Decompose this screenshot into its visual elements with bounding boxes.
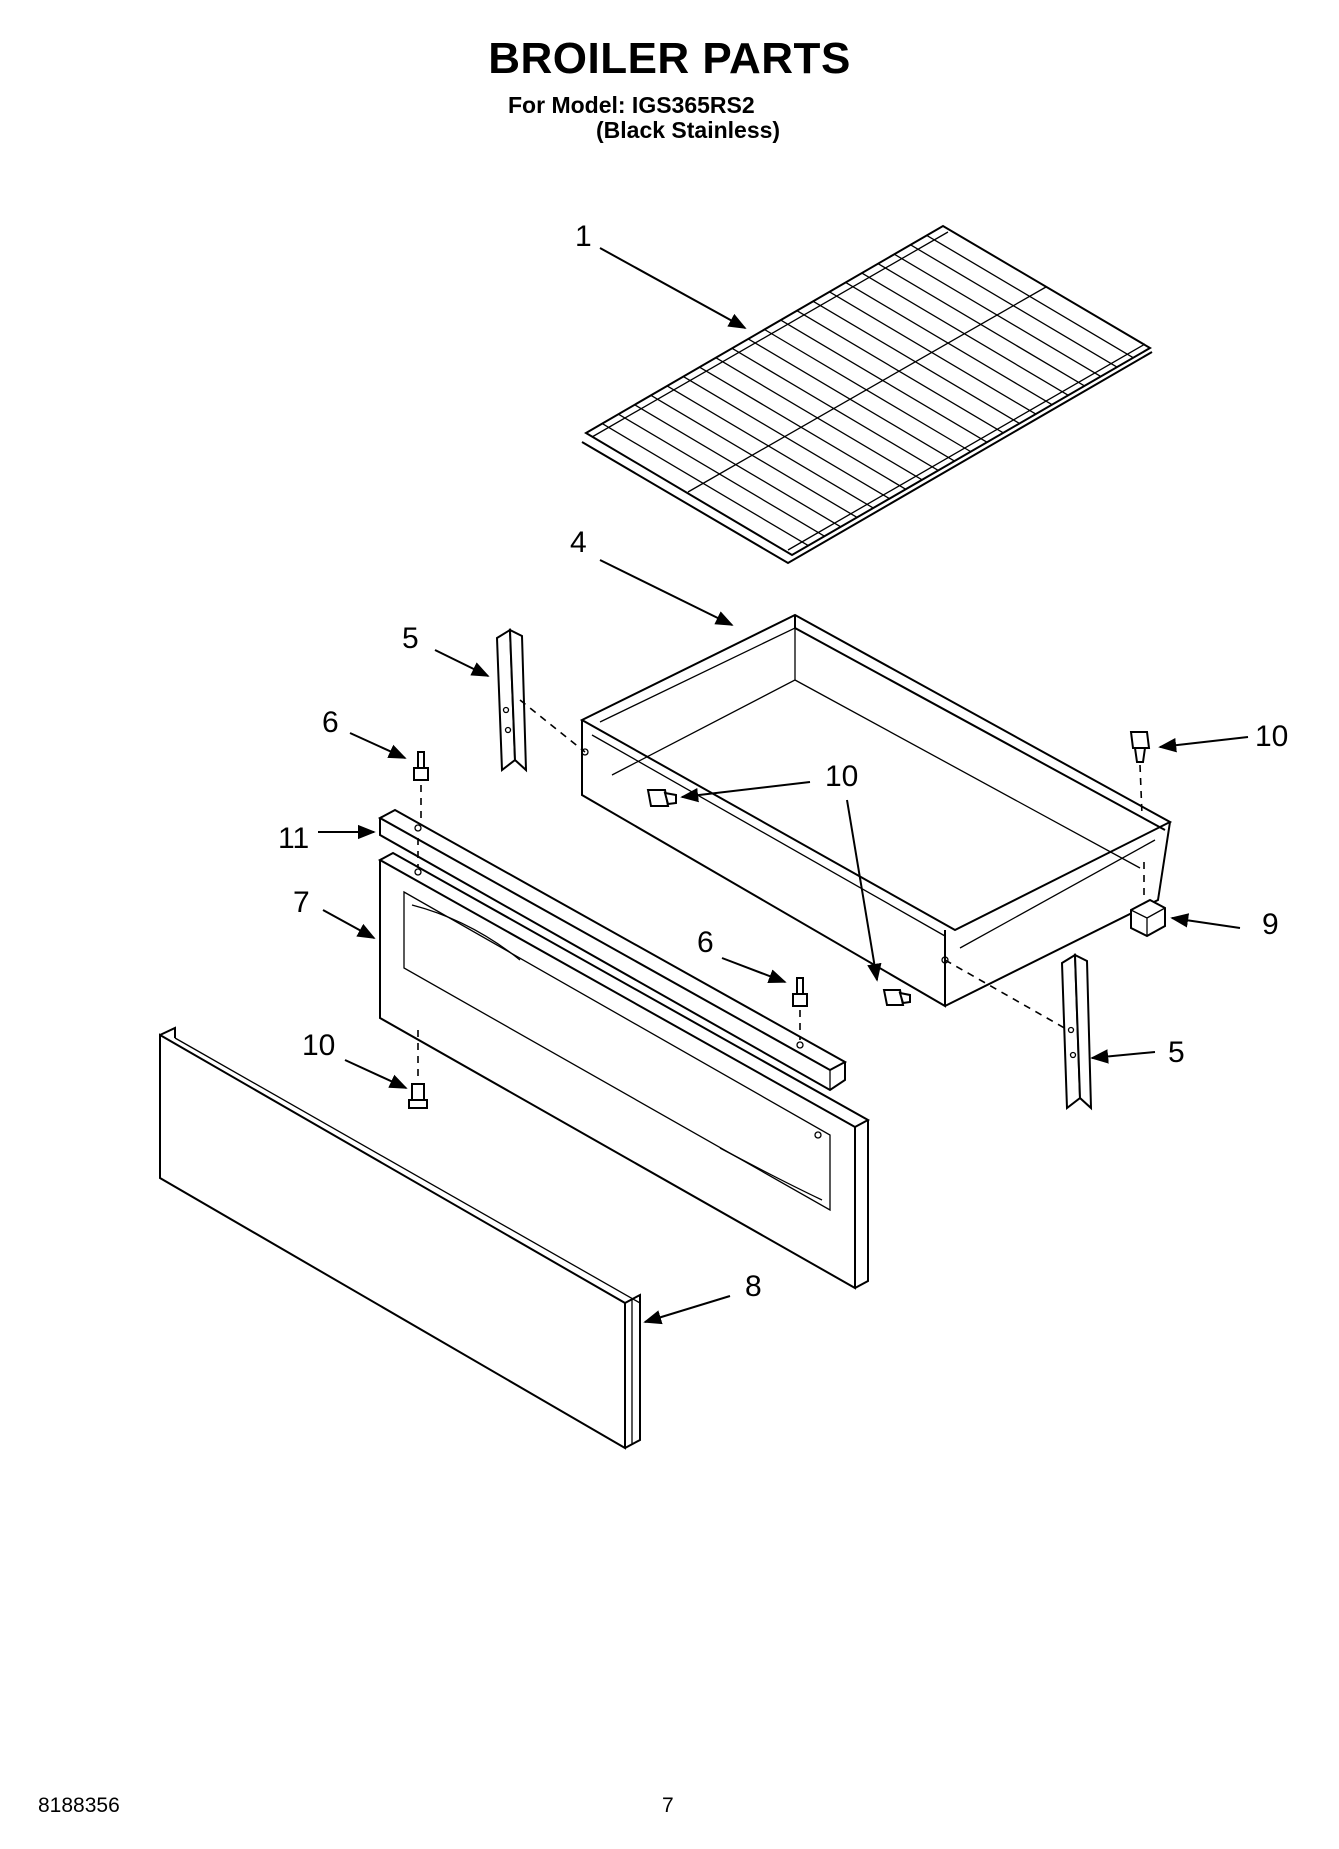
grid-bar <box>796 310 1004 434</box>
screw-10-pan-mid <box>882 989 911 1006</box>
grid-bar <box>666 385 874 509</box>
slide-right <box>1060 953 1093 1111</box>
callout-8: 8 <box>745 1270 762 1303</box>
callout-10-right: 10 <box>1255 720 1288 753</box>
callout-6-lower: 6 <box>697 926 714 959</box>
grid-bar <box>780 319 988 443</box>
grid-bar <box>715 357 923 481</box>
grid-bar <box>634 404 842 528</box>
leader-arrows <box>318 247 1249 1325</box>
callout-5-lower: 5 <box>1168 1036 1185 1069</box>
clip-9 <box>1130 898 1166 938</box>
grid-bar <box>683 375 890 500</box>
page-number: 7 <box>662 1794 674 1817</box>
screw-6-upper <box>413 751 429 781</box>
broiler-grid <box>581 224 1153 565</box>
screw-10-front <box>408 1083 428 1109</box>
grid-bar <box>618 413 825 537</box>
grid-bar <box>764 328 971 453</box>
grid-bar <box>829 291 1036 415</box>
callout-10-pan: 10 <box>825 760 858 793</box>
grid-bar <box>650 394 858 518</box>
slide-left <box>495 628 528 773</box>
page-title: BROILER PARTS <box>488 34 851 83</box>
callout-4: 4 <box>570 526 587 559</box>
screw-10-pan-left <box>646 789 677 807</box>
front-panel <box>159 1026 641 1450</box>
grid-bar <box>731 347 939 471</box>
grid-bar <box>601 423 809 547</box>
callout-10-front: 10 <box>302 1029 335 1062</box>
broiler-pan <box>579 613 1173 1008</box>
screw-10-pan-right <box>1129 731 1151 763</box>
grid-bar <box>747 338 955 462</box>
document-number: 8188356 <box>38 1794 120 1817</box>
callout-1: 1 <box>575 220 592 253</box>
model-line: For Model: IGS365RS2 <box>508 92 755 118</box>
callout-7: 7 <box>293 886 310 919</box>
screw-6-lower <box>792 977 808 1007</box>
callout-6-upper: 6 <box>322 706 339 739</box>
handle-bar <box>377 808 848 1092</box>
grid-bar <box>812 300 1020 424</box>
callout-11: 11 <box>278 822 309 855</box>
grid-bar <box>699 366 906 490</box>
door-panel <box>377 851 871 1290</box>
callout-9: 9 <box>1262 908 1279 941</box>
callout-5-upper: 5 <box>402 622 419 655</box>
finish-line: (Black Stainless) <box>596 117 781 143</box>
